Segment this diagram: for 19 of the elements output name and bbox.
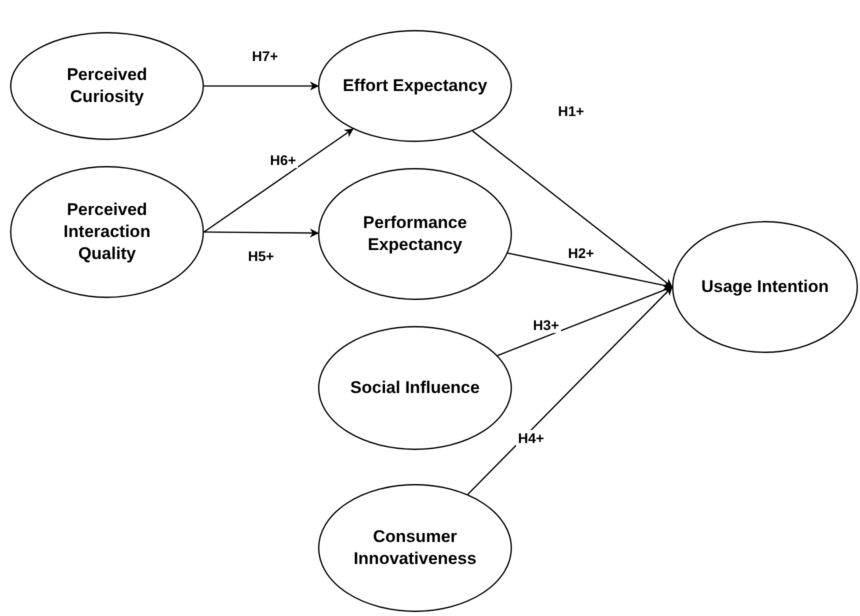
edge-label: H3+ <box>531 317 562 333</box>
edge-label: H7+ <box>250 48 280 64</box>
arrow <box>204 82 319 90</box>
arrow <box>204 228 319 238</box>
construct-label: Performance Expectancy <box>362 212 468 256</box>
construct-label: Consumer Innovativeness <box>352 526 478 570</box>
construct-label: Social Influence <box>349 377 481 399</box>
arrow <box>204 128 354 233</box>
edge-label: H1+ <box>556 103 586 119</box>
arrow <box>467 286 673 495</box>
arrow <box>472 130 673 288</box>
edge-label: H6+ <box>268 152 298 168</box>
edge-label: H5+ <box>246 248 276 264</box>
edge-label: H2+ <box>566 245 596 261</box>
edge-label: H4+ <box>516 430 546 446</box>
construct-label: Effort Expectancy <box>342 75 488 97</box>
construct-label: Usage Intention <box>700 276 830 298</box>
construct-label: Perceived Interaction Quality <box>62 199 152 265</box>
construct-label: Perceived Curiosity <box>66 64 148 108</box>
